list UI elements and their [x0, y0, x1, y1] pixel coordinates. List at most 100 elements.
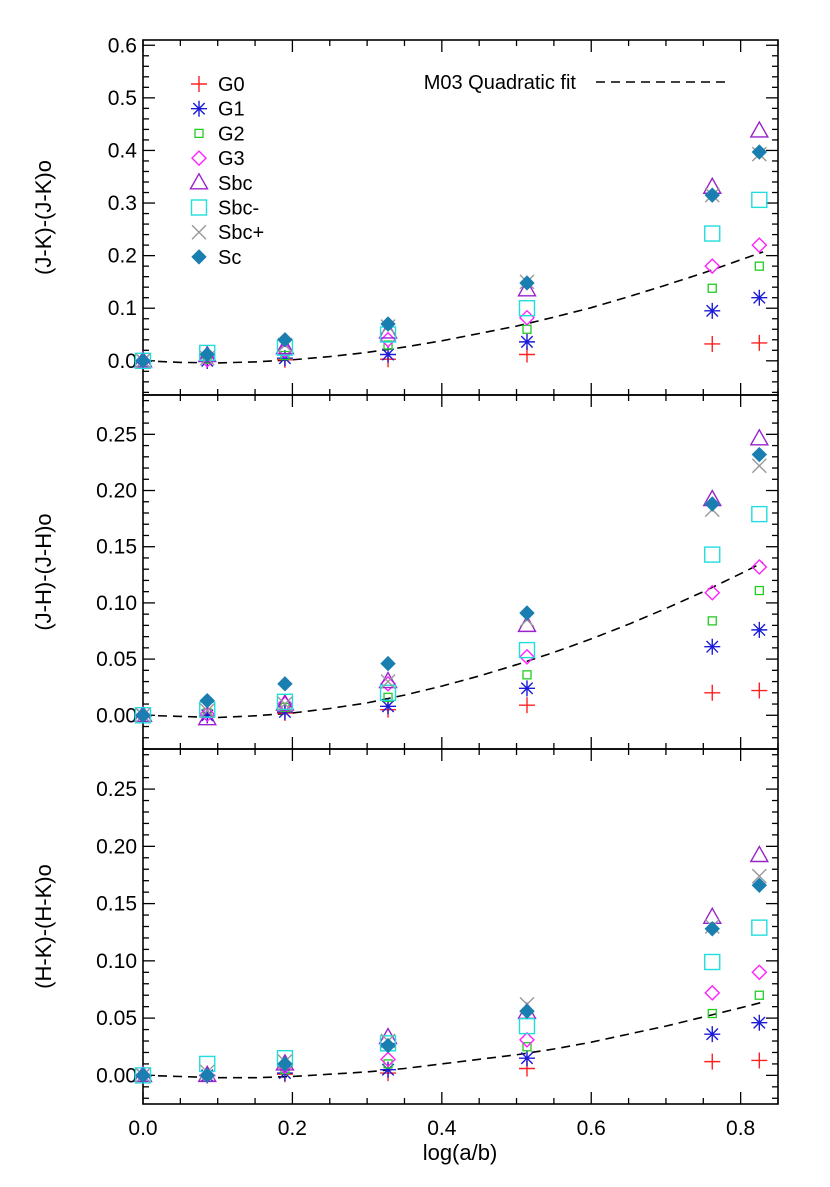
data-point [522, 670, 532, 680]
quadratic-fit-line [142, 561, 764, 719]
series-g1 [135, 621, 768, 724]
data-point [751, 446, 768, 463]
data-point [751, 558, 768, 575]
data-point [380, 1051, 397, 1068]
legend-label: Sbc [218, 173, 252, 195]
y-tick-label: 0.20 [96, 480, 137, 503]
legend-label: G3 [218, 148, 245, 170]
panel-frame [142, 748, 779, 1105]
data-point [380, 675, 397, 692]
y-tick-label: 0.20 [96, 835, 137, 858]
data-point [135, 1067, 151, 1084]
series-g2 [138, 990, 764, 1081]
data-point [751, 191, 768, 209]
series-g3 [135, 558, 768, 724]
data-point [135, 707, 151, 723]
data-point [517, 279, 537, 297]
series-sc [135, 144, 768, 369]
y-tick-label: 0.6 [108, 34, 137, 57]
data-point [380, 316, 396, 332]
y-tick-label: 0.10 [96, 950, 137, 973]
data-point [519, 1003, 535, 1019]
y-tick-label: 0.05 [96, 1007, 137, 1030]
panels-group: 0.00.10.20.30.40.50.6(J-K)-(J-K)oG0G1G2G… [31, 34, 779, 1140]
data-point [380, 655, 396, 672]
data-point [518, 648, 535, 665]
legend-label: G1 [218, 99, 245, 121]
data-point [199, 703, 215, 719]
data-point [704, 1053, 721, 1070]
data-point [380, 1037, 396, 1054]
y-tick-label: 0.15 [96, 536, 137, 559]
x-axis-title: log(a/b) [423, 1140, 498, 1165]
data-point [379, 684, 397, 702]
data-point [380, 1061, 397, 1078]
y-tick-label: 0.1 [108, 297, 137, 320]
data-point [749, 428, 770, 446]
data-point [751, 877, 768, 893]
data-point [277, 1056, 293, 1072]
data-point [518, 333, 535, 350]
x-tick-label: 0.2 [278, 1117, 307, 1140]
data-point [754, 585, 764, 596]
data-point [751, 334, 768, 351]
data-point [380, 674, 396, 690]
data-point [751, 505, 768, 523]
series-g0 [135, 1052, 768, 1084]
data-point [704, 1026, 721, 1043]
data-point [276, 696, 293, 713]
y-tick-label: 0.10 [96, 592, 137, 615]
data-point [380, 331, 397, 348]
data-point [276, 693, 294, 710]
legend-marker [191, 150, 207, 167]
data-point [751, 144, 768, 160]
series-g2 [138, 261, 764, 366]
series-g0 [135, 334, 768, 369]
legend-marker [189, 172, 209, 190]
y-tick-label: 0.25 [96, 423, 137, 446]
quadratic-fit-line [142, 251, 764, 364]
legend-label: G2 [218, 123, 245, 145]
data-point [199, 1067, 215, 1084]
x-tick-label: 0.0 [128, 1117, 157, 1140]
data-point [751, 682, 768, 699]
series-g0 [135, 682, 768, 724]
data-point [704, 496, 720, 512]
data-point [751, 621, 768, 638]
data-point [383, 1059, 393, 1069]
data-point [704, 302, 721, 319]
data-point [518, 680, 535, 697]
data-point [518, 1050, 535, 1067]
data-point [277, 332, 293, 348]
data-point [518, 1017, 536, 1035]
data-point [751, 237, 768, 254]
data-point [383, 692, 393, 702]
y-tick-label: 0.00 [96, 704, 137, 727]
data-point [518, 697, 535, 714]
y-axis-title: (J-K)-(J-K)o [31, 160, 56, 275]
y-axis-title: (H-K)-(H-K)o [31, 864, 56, 989]
series-sbc [133, 845, 770, 1083]
series-sbc-plus [135, 458, 767, 723]
data-point [704, 187, 720, 203]
data-point [135, 353, 151, 369]
panel-2: 0.000.050.100.150.200.25(J-H)-(J-H)o [31, 394, 779, 750]
legend-marker [191, 100, 207, 117]
series-sc [135, 877, 768, 1084]
x-tick-label: 0.4 [427, 1117, 457, 1140]
legend-label: G0 [218, 74, 245, 96]
data-point [704, 953, 721, 971]
y-tick-label: 0.00 [96, 1064, 137, 1087]
y-axis-title: (J-H)-(J-H)o [31, 513, 56, 630]
series-sbc [133, 428, 770, 726]
fit-legend-label: M03 Quadratic fit [424, 72, 577, 94]
data-point [199, 346, 215, 363]
y-tick-label: 0.3 [108, 192, 137, 215]
data-point [383, 340, 393, 350]
data-point [519, 605, 535, 621]
data-point [378, 671, 398, 689]
data-point [380, 698, 397, 715]
series-g1 [135, 289, 768, 369]
data-point [518, 1031, 535, 1048]
